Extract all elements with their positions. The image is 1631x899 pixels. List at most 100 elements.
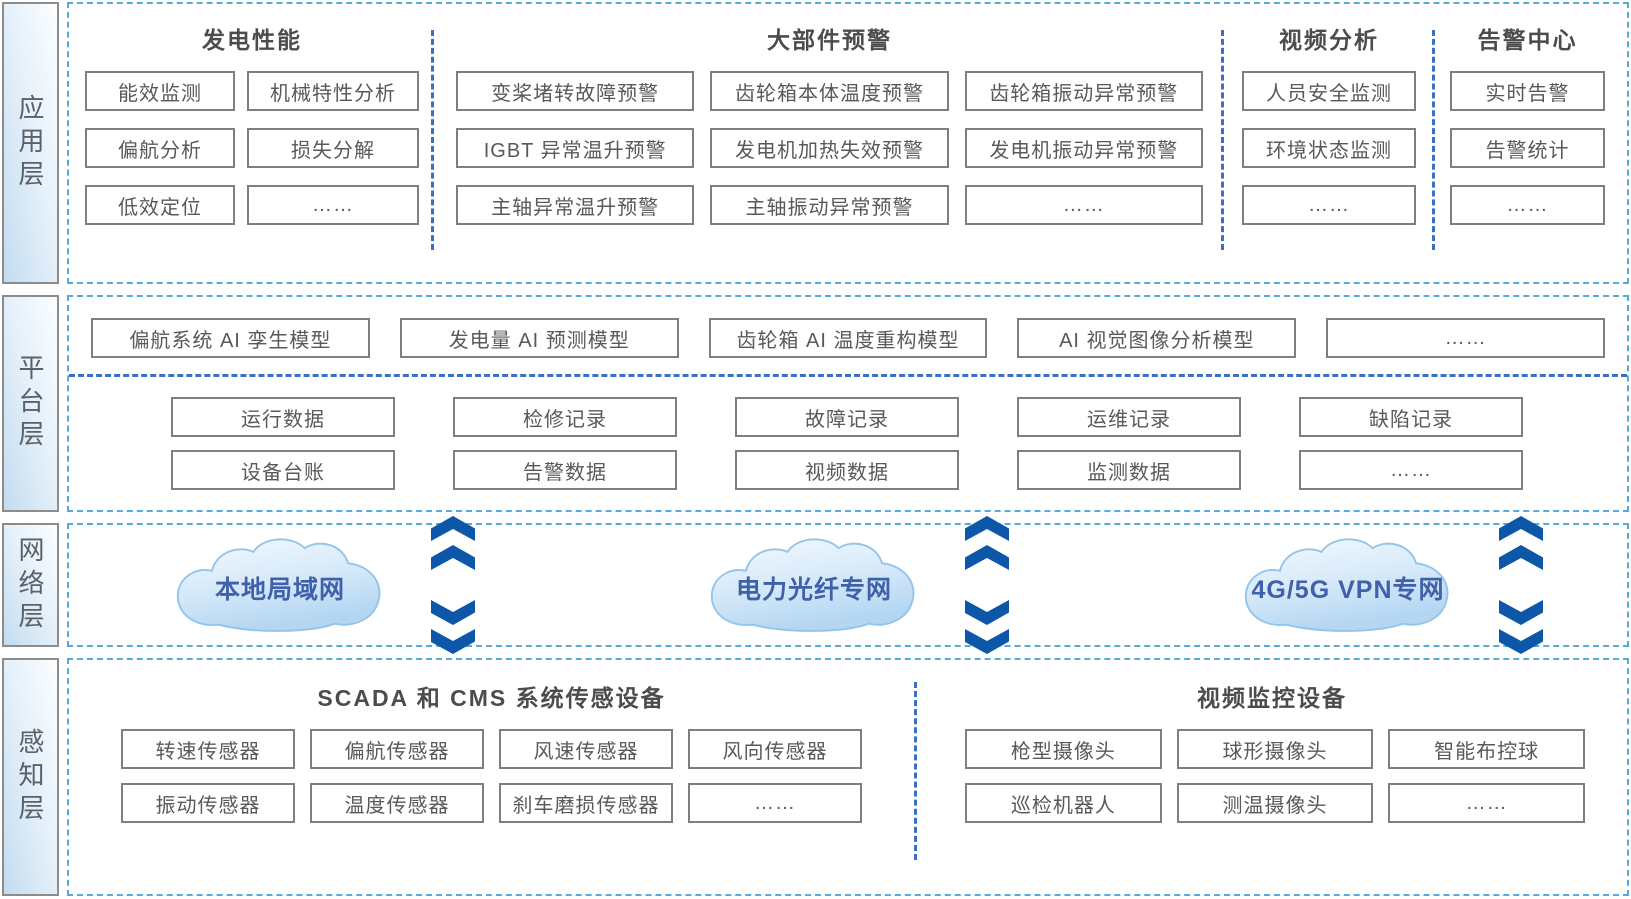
data-record-grid: 运行数据 检修记录 故障记录 运维记录 缺陷记录 设备台账 告警数据 视频数据 … [69, 397, 1627, 490]
network-lan-group: 本地局域网 [161, 514, 475, 656]
data-box: 缺陷记录 [1299, 397, 1523, 437]
data-box: 运维记录 [1017, 397, 1241, 437]
item-box: 偏航传感器 [310, 729, 484, 769]
application-layer-panel: 发电性能 能效监测 机械特性分析 偏航分析 损失分解 低效定位 …… 大部件预警… [67, 2, 1629, 284]
item-box: 发电机加热失效预警 [710, 128, 949, 168]
section-divider [1221, 30, 1224, 250]
layer-label-sensing: 感知层 [2, 658, 59, 896]
item-box-more: …… [247, 185, 419, 225]
item-box: 风向传感器 [688, 729, 862, 769]
item-box: 刹车磨损传感器 [499, 783, 673, 823]
section-title: 发电性能 [202, 27, 302, 53]
data-box: 检修记录 [453, 397, 677, 437]
network-name: 4G/5G VPN专网 [1251, 576, 1445, 604]
section-video-devices: 视频监控设备 枪型摄像头 球形摄像头 智能布控球 巡检机器人 测温摄像头 …… [917, 660, 1627, 894]
scada-sensor-grid: 转速传感器 偏航传感器 风速传感器 风向传感器 振动传感器 温度传感器 刹车磨损… [69, 729, 914, 823]
data-box: 运行数据 [171, 397, 395, 437]
cloud-icon [710, 538, 915, 632]
section-divider [1432, 30, 1435, 250]
network-name: 电力光纤专网 [735, 576, 892, 604]
network-vpn-group: 4G/5G VPN专网 [1229, 514, 1543, 656]
network-layer-panel: 本地局域网 [67, 516, 1629, 654]
layer-label-application: 应用层 [2, 2, 59, 284]
item-box: 球形摄像头 [1176, 729, 1374, 769]
section-title: 视频分析 [1279, 27, 1379, 53]
data-box: 监测数据 [1017, 450, 1241, 490]
section-divider [914, 682, 917, 860]
section-scada-cms-sensors: SCADA 和 CMS 系统传感设备 转速传感器 偏航传感器 风速传感器 风向传… [69, 660, 914, 894]
item-box: 实时告警 [1450, 71, 1605, 111]
component-warning-grid: 变桨堵转故障预警 齿轮箱本体温度预警 齿轮箱振动异常预警 IGBT 异常温升预警… [456, 71, 1203, 225]
cloud-lan: 本地局域网 [161, 533, 399, 637]
item-box: 人员安全监测 [1242, 71, 1416, 111]
power-performance-grid: 能效监测 机械特性分析 偏航分析 损失分解 低效定位 …… [85, 71, 419, 225]
ai-model-box: AI 视觉图像分析模型 [1017, 318, 1297, 358]
section-video-analysis: 视频分析 人员安全监测 环境状态监测 …… [1224, 4, 1432, 282]
item-box: 测温摄像头 [1176, 783, 1374, 823]
section-divider [431, 30, 434, 250]
item-box: 低效定位 [85, 185, 235, 225]
item-box-more: …… [688, 783, 862, 823]
layer-sensing: 感知层 SCADA 和 CMS 系统传感设备 转速传感器 偏航传感器 风速传感器… [2, 658, 1629, 896]
cloud-fiber: 电力光纤专网 [695, 533, 933, 637]
item-box: 齿轮箱振动异常预警 [964, 71, 1203, 111]
item-box: 齿轮箱本体温度预警 [710, 71, 949, 111]
item-box: 转速传感器 [121, 729, 295, 769]
cloud-vpn: 4G/5G VPN专网 [1229, 533, 1467, 637]
item-box: 温度传感器 [310, 783, 484, 823]
cloud-icon [1244, 538, 1449, 632]
item-box: 振动传感器 [121, 783, 295, 823]
item-box: 枪型摄像头 [965, 729, 1162, 769]
network-fiber-group: 电力光纤专网 [695, 514, 1009, 656]
item-box: 损失分解 [247, 128, 419, 168]
layer-application: 应用层 发电性能 能效监测 机械特性分析 偏航分析 损失分解 低效定位 …… 大… [2, 2, 1629, 284]
section-component-warning: 大部件预警 变桨堵转故障预警 齿轮箱本体温度预警 齿轮箱振动异常预警 IGBT … [434, 4, 1221, 282]
ai-model-row: 偏航系统 AI 孪生模型 发电量 AI 预测模型 齿轮箱 AI 温度重构模型 A… [69, 318, 1627, 358]
layer-label-network: 网络层 [2, 523, 59, 647]
data-flow-arrows-icon [431, 514, 475, 656]
data-box: 视频数据 [735, 450, 959, 490]
video-device-grid: 枪型摄像头 球形摄像头 智能布控球 巡检机器人 测温摄像头 …… [917, 729, 1627, 823]
alarm-center-grid: 实时告警 告警统计 …… [1450, 71, 1605, 225]
section-title: 视频监控设备 [1197, 685, 1347, 711]
item-box: 变桨堵转故障预警 [456, 71, 695, 111]
item-box: 智能布控球 [1388, 729, 1585, 769]
item-box: 告警统计 [1450, 128, 1605, 168]
layer-platform: 平台层 偏航系统 AI 孪生模型 发电量 AI 预测模型 齿轮箱 AI 温度重构… [2, 295, 1629, 512]
ai-model-box: 齿轮箱 AI 温度重构模型 [708, 318, 988, 358]
item-box-more: …… [1450, 185, 1605, 225]
data-box: 告警数据 [453, 450, 677, 490]
item-box: 主轴异常温升预警 [456, 185, 695, 225]
item-box: 巡检机器人 [965, 783, 1162, 823]
layer-network: 网络层 本地局域网 [2, 516, 1629, 654]
ai-model-box-more: …… [1326, 318, 1605, 358]
section-alarm-center: 告警中心 实时告警 告警统计 …… [1435, 4, 1627, 282]
section-title: SCADA 和 CMS 系统传感设备 [317, 685, 666, 711]
cloud-icon [176, 538, 381, 632]
platform-divider [69, 374, 1627, 377]
item-box: 偏航分析 [85, 128, 235, 168]
data-box: 设备台账 [171, 450, 395, 490]
ai-model-box: 发电量 AI 预测模型 [399, 318, 679, 358]
item-box-more: …… [1388, 783, 1585, 823]
data-flow-arrows-icon [965, 514, 1009, 656]
sensing-layer-panel: SCADA 和 CMS 系统传感设备 转速传感器 偏航传感器 风速传感器 风向传… [67, 658, 1629, 896]
item-box: 能效监测 [85, 71, 235, 111]
item-box: 风速传感器 [499, 729, 673, 769]
item-box: 机械特性分析 [247, 71, 419, 111]
item-box: 环境状态监测 [1242, 128, 1416, 168]
data-box-more: …… [1299, 450, 1523, 490]
video-analysis-grid: 人员安全监测 环境状态监测 …… [1242, 71, 1416, 225]
item-box: IGBT 异常温升预警 [456, 128, 695, 168]
platform-layer-panel: 偏航系统 AI 孪生模型 发电量 AI 预测模型 齿轮箱 AI 温度重构模型 A… [67, 295, 1629, 512]
item-box-more: …… [964, 185, 1203, 225]
data-flow-arrows-icon [1499, 514, 1543, 656]
item-box-more: …… [1242, 185, 1416, 225]
section-title: 大部件预警 [767, 27, 892, 53]
item-box: 发电机振动异常预警 [964, 128, 1203, 168]
ai-model-box: 偏航系统 AI 孪生模型 [91, 318, 370, 358]
item-box: 主轴振动异常预警 [710, 185, 949, 225]
network-name: 本地局域网 [214, 576, 345, 604]
data-box: 故障记录 [735, 397, 959, 437]
